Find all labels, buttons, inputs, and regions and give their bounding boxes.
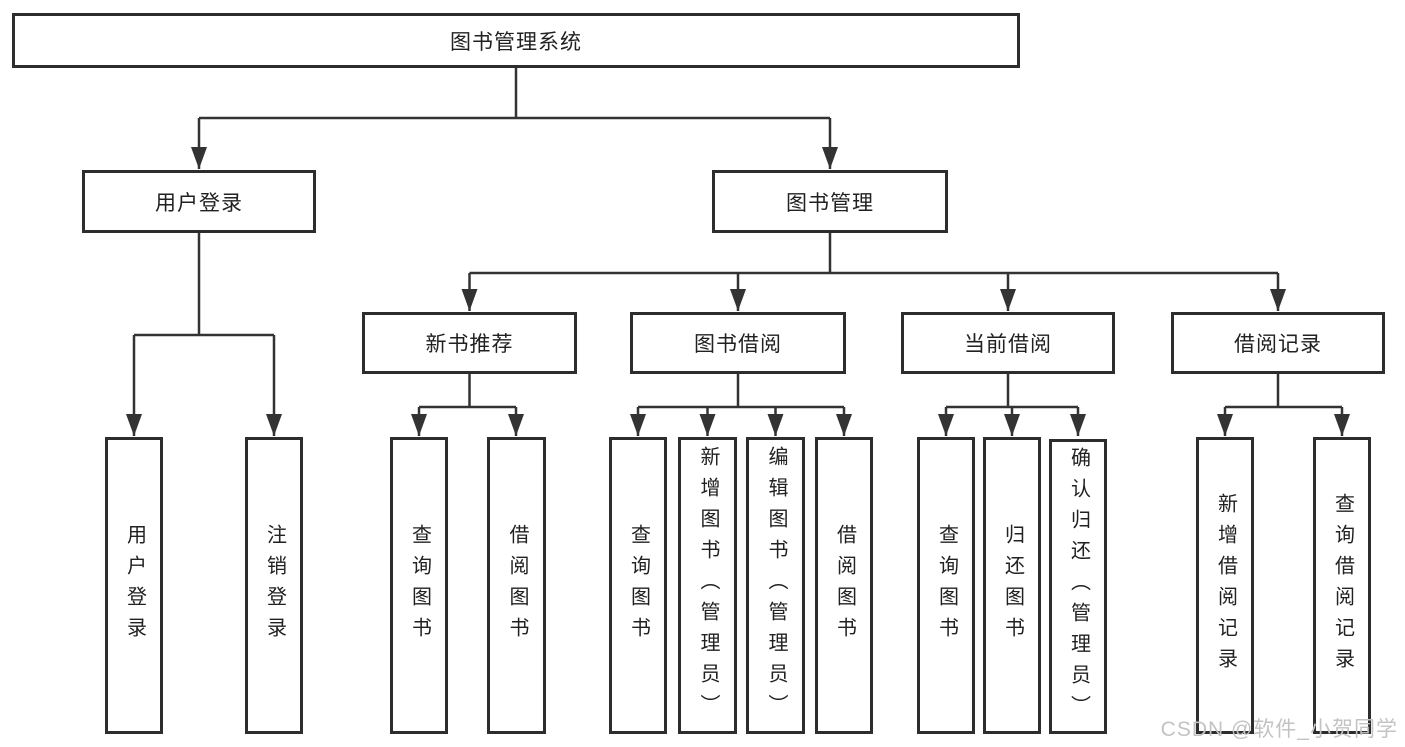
node-current-borrow: 当前借阅 xyxy=(901,312,1115,374)
leaf-query-books-current: 查询图书 xyxy=(917,437,975,734)
leaf-label: 编辑图书（管理员） xyxy=(765,446,787,725)
leaf-label: 查询图书 xyxy=(408,523,431,648)
leaf-label: 借阅图书 xyxy=(833,523,856,648)
connector xyxy=(199,68,830,120)
connector xyxy=(638,374,844,409)
leaf-confirm-return-admin: 确认归还（管理员） xyxy=(1049,439,1107,734)
node-label: 新书推荐 xyxy=(425,333,514,356)
node-library-system: 图书管理系统 xyxy=(12,13,1020,68)
leaf-add-books-admin: 新增图书（管理员） xyxy=(678,437,737,734)
leaf-label: 确认归还（管理员） xyxy=(1067,447,1090,726)
node-label: 图书管理 xyxy=(786,191,874,215)
csdn-watermark: CSDN @软件_小贺同学 xyxy=(1160,718,1398,741)
leaf-label: 新增借阅记录 xyxy=(1214,492,1237,679)
leaf-label: 新增图书（管理员） xyxy=(697,446,719,725)
connector xyxy=(1225,374,1342,409)
leaf-label: 查询图书 xyxy=(627,523,650,648)
leaf-logout: 注销登录 xyxy=(245,437,303,734)
connector xyxy=(134,233,274,337)
leaf-query-books-recommend: 查询图书 xyxy=(390,437,448,734)
node-label: 图书管理系统 xyxy=(450,30,582,54)
leaf-return-books: 归还图书 xyxy=(983,437,1041,734)
leaf-query-borrow-record: 查询借阅记录 xyxy=(1313,437,1371,734)
node-label: 当前借阅 xyxy=(964,333,1052,356)
leaf-label: 借阅图书 xyxy=(506,523,528,648)
connector xyxy=(419,374,516,409)
node-book-management: 图书管理 xyxy=(712,170,948,233)
leaf-label: 归还图书 xyxy=(1001,523,1024,648)
leaf-edit-books-admin: 编辑图书（管理员） xyxy=(746,437,805,734)
node-label: 图书借阅 xyxy=(694,333,782,356)
leaf-query-books-borrow: 查询图书 xyxy=(609,437,667,734)
leaf-label: 注销登录 xyxy=(263,523,286,648)
leaf-add-borrow-record: 新增借阅记录 xyxy=(1196,437,1254,734)
leaf-borrow-books-recommend: 借阅图书 xyxy=(487,437,546,734)
node-borrow-records: 借阅记录 xyxy=(1171,312,1385,374)
leaf-user-login: 用户登录 xyxy=(105,437,163,734)
leaf-borrow-books: 借阅图书 xyxy=(815,437,873,734)
node-book-borrow: 图书借阅 xyxy=(630,312,846,374)
node-label: 借阅记录 xyxy=(1234,333,1322,356)
node-label: 用户登录 xyxy=(155,191,243,215)
connector xyxy=(469,233,1278,275)
leaf-label: 查询图书 xyxy=(935,523,958,648)
connector xyxy=(946,374,1078,409)
node-new-book-recommend: 新书推荐 xyxy=(362,312,577,374)
leaf-label: 用户登录 xyxy=(123,523,146,648)
node-user-login-group: 用户登录 xyxy=(82,170,316,233)
leaf-label: 查询借阅记录 xyxy=(1331,492,1354,679)
